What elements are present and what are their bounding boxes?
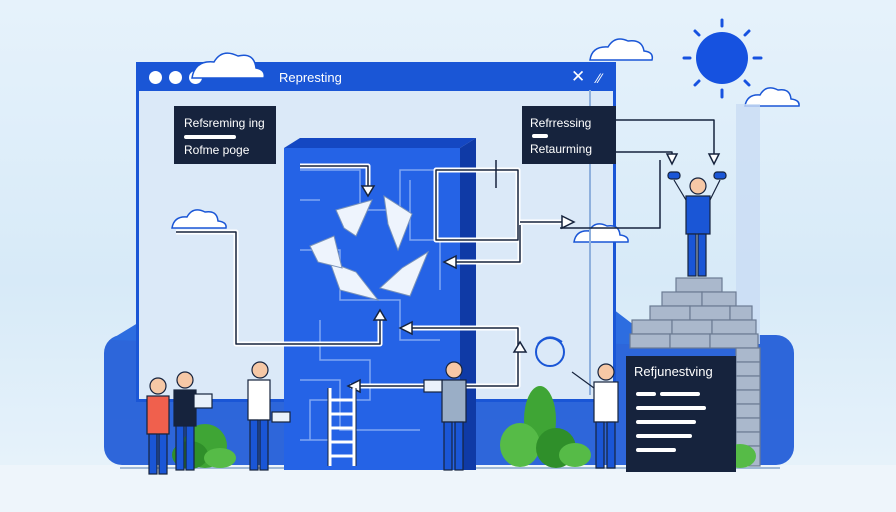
close-icon[interactable]: ✕	[571, 67, 586, 86]
ladder	[328, 388, 356, 466]
person-orange	[146, 377, 170, 475]
board-line	[660, 392, 700, 396]
person-on-tower	[667, 171, 727, 277]
label-panel-right: Refrressing Retaurming	[522, 106, 616, 164]
window-dot	[169, 71, 182, 84]
board-line	[636, 448, 676, 452]
building	[284, 138, 476, 470]
board-title: Refjunestving	[634, 364, 713, 379]
board-line	[636, 392, 656, 396]
panel-right-line1: Refrressing	[530, 116, 592, 130]
bush-middle	[500, 386, 591, 468]
cloud-icon	[171, 38, 800, 243]
board-line	[636, 420, 696, 424]
refresh-scribble-icon	[535, 336, 565, 367]
label-panel-left: Refsreming ing Rofme poge	[174, 106, 276, 164]
info-board: Refjunestving	[626, 356, 736, 472]
window-dot	[149, 71, 162, 84]
panel-left-line2: Rofme poge	[184, 143, 250, 157]
window-title: Represting	[279, 70, 342, 85]
panel-right-line2: Retaurming	[530, 142, 593, 156]
refresh-cycle-icon	[309, 194, 430, 301]
sun-icon	[682, 18, 763, 99]
person-grey	[423, 361, 467, 471]
person-white	[247, 361, 291, 471]
panel-right-bar	[532, 134, 548, 138]
person-pointing	[571, 363, 619, 469]
panel-left-bar	[184, 135, 236, 139]
person-dark	[173, 371, 213, 471]
board-line	[636, 434, 692, 438]
board-line	[636, 406, 706, 410]
panel-left-line1: Refsreming ing	[184, 116, 265, 130]
refresh-icon[interactable]: ⁄⁄	[597, 70, 602, 86]
